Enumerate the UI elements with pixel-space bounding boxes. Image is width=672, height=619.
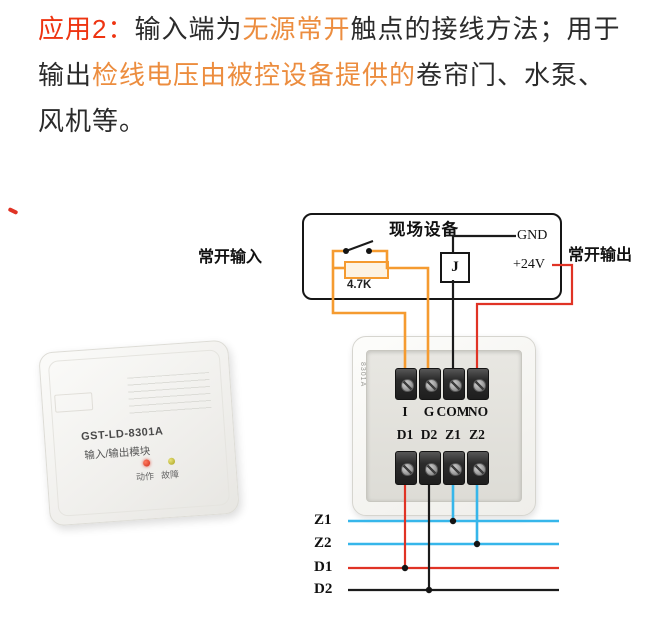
terminal-screw <box>472 378 486 392</box>
terminal-label-z1: Z1 <box>445 427 461 442</box>
junction-d1 <box>401 564 409 572</box>
title-segment: 输出 <box>38 60 93 90</box>
terminal-label-com: COM <box>436 404 470 419</box>
title-segment: 应用2： <box>38 14 135 44</box>
title-segment: 卷帘门、水泵、 <box>416 60 606 90</box>
terminal-screw <box>448 462 462 476</box>
terminal-screw <box>472 462 486 476</box>
terminal-screw <box>400 462 414 476</box>
title-segment: 触点的接线方法；用于 <box>350 14 621 44</box>
relay-j-box: J <box>440 252 470 283</box>
terminal-g <box>419 368 441 400</box>
bus-label-d2: D2 <box>314 581 333 597</box>
bus-label-z1: Z1 <box>314 512 332 528</box>
action-led-label: 动作 <box>135 471 155 483</box>
field-device-box <box>302 213 562 300</box>
module-photo: GST-LD-8301A 输入/输出模块 动作 故障 <box>38 339 240 527</box>
terminal-d1 <box>395 451 417 485</box>
terminal-label-i: I <box>402 404 408 419</box>
terminal-no <box>467 368 489 400</box>
gnd-label: GND <box>517 228 548 243</box>
title-segment: 检线电压由被控设备提供的 <box>92 60 417 90</box>
terminal-z1 <box>443 451 465 485</box>
fault-led-label: 故障 <box>160 469 180 481</box>
junction-z1 <box>449 517 457 525</box>
normally-open-output-label: 常开输出 <box>568 247 633 264</box>
title-line-1: 应用2：输入端为无源常开触点的接线方法；用于 <box>38 6 621 52</box>
terminal-label-d2: D2 <box>420 427 438 442</box>
title-segment: 无源常开 <box>242 14 351 44</box>
bus-label-z2: Z2 <box>314 535 332 551</box>
title-line-2: 输出检线电压由被控设备提供的卷帘门、水泵、 <box>38 52 621 98</box>
terminal-label-z2: Z2 <box>469 427 485 442</box>
title-segment: 输入端为 <box>134 14 243 44</box>
stray-red-mark <box>7 207 19 215</box>
speaker-grille <box>127 371 212 418</box>
eol-resistor <box>344 261 389 279</box>
plus24v-label: +24V <box>513 257 546 272</box>
terminal-i <box>395 368 417 400</box>
terminal-label-g: G <box>423 404 435 419</box>
terminal-screw <box>424 378 438 392</box>
terminal-screw <box>424 462 438 476</box>
terminal-label-no: NO <box>467 404 489 419</box>
normally-open-input-label: 常开输入 <box>198 249 263 266</box>
terminal-label-d1: D1 <box>396 427 414 442</box>
title-segment: 风机等。 <box>38 106 147 136</box>
plate-side-label: 8301A <box>359 362 366 388</box>
junction-d2 <box>425 586 433 594</box>
terminal-z2 <box>467 451 489 485</box>
bus-label-d1: D1 <box>314 559 333 575</box>
field-device-label: 现场设备 <box>389 221 459 239</box>
eol-resistor-label: 4.7K <box>347 279 372 291</box>
page-title: 应用2：输入端为无源常开触点的接线方法；用于 输出检线电压由被控设备提供的卷帘门… <box>38 6 621 144</box>
terminal-com <box>443 368 465 400</box>
title-line-3: 风机等。 <box>38 98 621 144</box>
terminal-screw <box>448 378 462 392</box>
relay-j-label: J <box>451 259 459 275</box>
junction-z2 <box>473 540 481 548</box>
terminal-screw <box>400 378 414 392</box>
module-button <box>54 392 94 413</box>
terminal-d2 <box>419 451 441 485</box>
